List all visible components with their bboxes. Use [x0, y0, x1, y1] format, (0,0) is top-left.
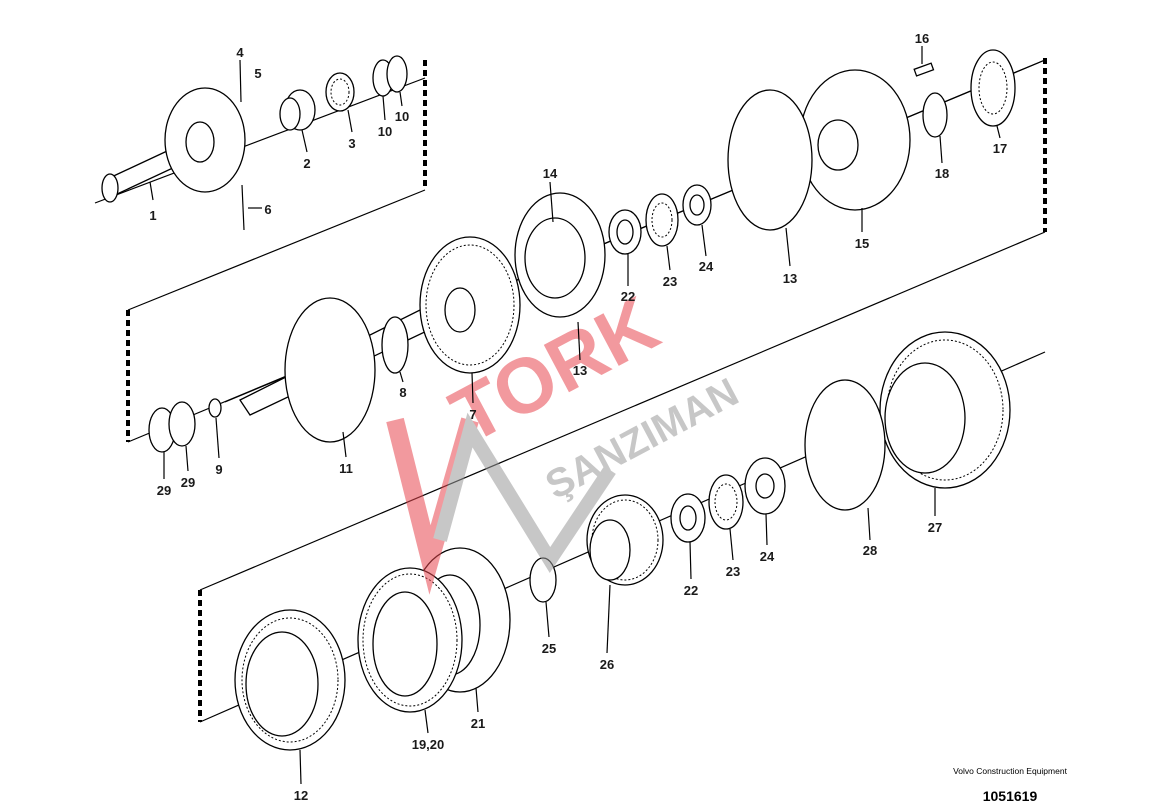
callout-10: 10: [378, 124, 392, 139]
callout-2: 2: [303, 156, 310, 171]
ring-9: [208, 398, 222, 418]
ring-gear-12: [234, 609, 346, 751]
callout-23: 23: [663, 274, 677, 289]
bearing-23-lower: [708, 474, 744, 530]
callout-10: 10: [395, 109, 409, 124]
washer-22: [608, 209, 642, 255]
callout-25: 25: [542, 641, 556, 656]
callout-21: 21: [471, 716, 485, 731]
callout-5: 5: [254, 66, 261, 81]
output-shaft-flange: [101, 87, 246, 231]
callout-14: 14: [543, 166, 558, 181]
washer-22-lower: [670, 493, 706, 543]
seal-ring-13-top: [727, 89, 813, 231]
callout-16: 16: [915, 31, 929, 46]
callout-8: 8: [399, 385, 406, 400]
drawing-number: 1051619: [982, 788, 1038, 803]
washer-24: [682, 184, 712, 226]
callout-7: 7: [469, 407, 476, 422]
bearing-8: [381, 316, 409, 374]
ring-18: [922, 92, 948, 138]
ring-14: [514, 192, 606, 318]
callout-28: 28: [863, 543, 877, 558]
callout-labels: 1 2 3 4 5 6 10 10 14 22 23 24 13 15 16 1…: [149, 31, 1007, 803]
callout-17: 17: [993, 141, 1007, 156]
callout-3: 3: [348, 136, 355, 151]
callout-29: 29: [181, 475, 195, 490]
callout-15: 15: [855, 236, 869, 251]
needle-bearing: [325, 72, 355, 112]
ring-gear-27: [879, 331, 1011, 489]
hub-26: [586, 494, 664, 586]
spring-16: [913, 62, 935, 77]
callout-24: 24: [760, 549, 775, 564]
discs-19-20: [357, 567, 463, 713]
bearing-17: [970, 49, 1016, 127]
publisher-label: Volvo Construction Equipment: [953, 766, 1067, 776]
callout-29: 29: [157, 483, 171, 498]
callout-13: 13: [783, 271, 797, 286]
washer-24-lower: [744, 457, 786, 515]
leader-lines: [149, 46, 1001, 785]
callout-13: 13: [573, 363, 587, 378]
callout-12: 12: [294, 788, 308, 803]
callout-18: 18: [935, 166, 949, 181]
callout-27: 27: [928, 520, 942, 535]
callout-24: 24: [699, 259, 714, 274]
callout-9: 9: [215, 462, 222, 477]
callout-4: 4: [236, 45, 244, 60]
callout-19-20: 19,20: [412, 737, 445, 752]
callout-22: 22: [621, 289, 635, 304]
rings-29: [148, 401, 196, 453]
callout-1: 1: [149, 208, 156, 223]
snap-ring-28: [804, 379, 886, 511]
bearing-23: [645, 193, 679, 247]
bearing-sleeve: [279, 89, 316, 131]
callout-11: 11: [339, 461, 353, 476]
callout-23: 23: [726, 564, 740, 579]
snap-ring-11: [284, 297, 376, 443]
piston-15: [799, 69, 911, 211]
callout-6: 6: [264, 202, 271, 217]
callout-22: 22: [684, 583, 698, 598]
snap-rings-10: [372, 55, 408, 97]
callout-26: 26: [600, 657, 614, 672]
